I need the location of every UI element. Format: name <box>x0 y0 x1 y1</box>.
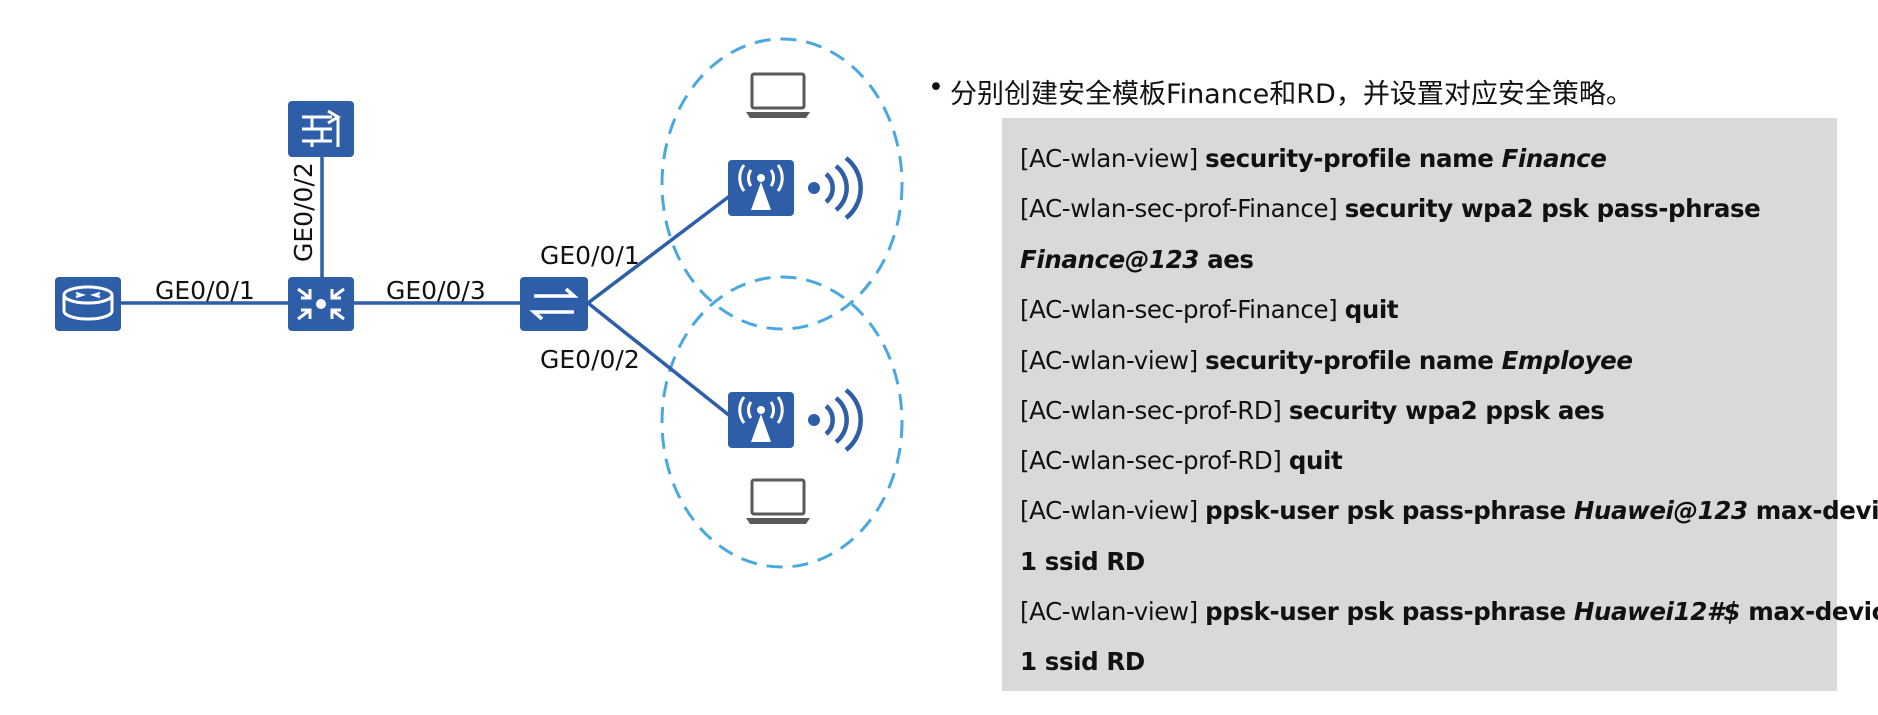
cli-prompt: [AC-wlan-view] <box>1020 496 1206 525</box>
ap1-coverage-area <box>660 37 904 331</box>
port-label-ac-ap2: GE0/0/2 <box>540 345 640 374</box>
code-line: [AC-wlan-sec-prof-Finance] security wpa2… <box>1020 194 1761 223</box>
wireless-signal-icon <box>808 156 863 220</box>
cli-value: Employee <box>1501 346 1633 375</box>
cli-prompt: [AC-wlan-sec-prof-RD] <box>1020 396 1289 425</box>
network-topology-diagram: GE0/0/1 GE0/0/2 GE0/0/3 GE0/0/1 GE0/0/2 <box>55 37 904 569</box>
cli-prompt: [AC-wlan-sec-prof-Finance] <box>1020 295 1345 324</box>
code-line: [AC-wlan-view] ppsk-user psk pass-phrase… <box>1020 496 1878 525</box>
cli-value: Finance@123 <box>1020 245 1199 274</box>
code-line: 1 ssid RD <box>1020 647 1145 676</box>
cli-command: 1 ssid RD <box>1020 647 1145 676</box>
instruction-text: • 分别创建安全模板Finance和RD，并设置对应安全策略。 <box>928 72 1633 111</box>
cli-command: security wpa2 ppsk aes <box>1288 396 1605 425</box>
command-code-block: [AC-wlan-view] security-profile name Fin… <box>1002 118 1878 691</box>
cli-prompt: [AC-wlan-view] <box>1020 346 1206 375</box>
cli-command: aes <box>1198 245 1254 274</box>
port-label-core-ac: GE0/0/3 <box>386 276 486 305</box>
cli-command: ppsk-user psk pass-phrase <box>1205 496 1574 525</box>
cli-value: Huawei@123 <box>1573 496 1748 525</box>
code-line: [AC-wlan-view] ppsk-user psk pass-phrase… <box>1020 597 1878 626</box>
code-line: [AC-wlan-sec-prof-RD] quit <box>1020 446 1343 475</box>
code-line: [AC-wlan-sec-prof-Finance] quit <box>1020 295 1399 324</box>
bullet-marker: • <box>928 72 944 103</box>
cli-value: Huawei12#$ <box>1573 597 1741 626</box>
port-label-router-core: GE0/0/1 <box>155 276 255 305</box>
firewall-icon <box>288 101 354 157</box>
cli-command: quit <box>1344 295 1399 324</box>
access-controller-icon <box>520 277 588 331</box>
code-line: [AC-wlan-view] security-profile name Fin… <box>1020 144 1607 173</box>
cli-command: max-device <box>1755 496 1878 525</box>
cli-value: Finance <box>1501 144 1607 173</box>
cli-command: max-device <box>1748 597 1878 626</box>
access-point-icon <box>728 160 794 216</box>
port-label-ac-ap1: GE0/0/1 <box>540 241 640 270</box>
cli-prompt: [AC-wlan-sec-prof-Finance] <box>1020 194 1345 223</box>
cli-command: security-profile name <box>1205 346 1502 375</box>
link-ac-ap2 <box>586 301 737 422</box>
code-line: Finance@123 aes <box>1020 245 1254 274</box>
cli-prompt: [AC-wlan-view] <box>1020 597 1206 626</box>
port-label-core-firewall: GE0/0/2 <box>289 162 318 262</box>
cli-command: 1 ssid RD <box>1020 547 1145 576</box>
code-line: [AC-wlan-sec-prof-RD] security wpa2 ppsk… <box>1020 396 1605 425</box>
laptop-icon <box>746 478 810 524</box>
instruction-label: 分别创建安全模板Finance和RD，并设置对应安全策略。 <box>950 79 1633 110</box>
core-switch-icon <box>288 277 354 331</box>
cli-command: ppsk-user psk pass-phrase <box>1205 597 1574 626</box>
access-point-icon <box>728 392 794 448</box>
wireless-signal-icon <box>808 388 863 452</box>
cli-command: security-profile name <box>1205 144 1502 173</box>
code-line: 1 ssid RD <box>1020 547 1145 576</box>
laptop-icon <box>746 72 810 118</box>
cli-command: quit <box>1288 446 1343 475</box>
code-line: [AC-wlan-view] security-profile name Emp… <box>1020 346 1633 375</box>
ap2-coverage-area <box>660 275 904 569</box>
link-ac-ap1 <box>586 190 737 305</box>
router-icon <box>55 277 121 331</box>
cli-prompt: [AC-wlan-sec-prof-RD] <box>1020 446 1289 475</box>
cli-command: security wpa2 psk pass-phrase <box>1344 194 1761 223</box>
cli-prompt: [AC-wlan-view] <box>1020 144 1206 173</box>
